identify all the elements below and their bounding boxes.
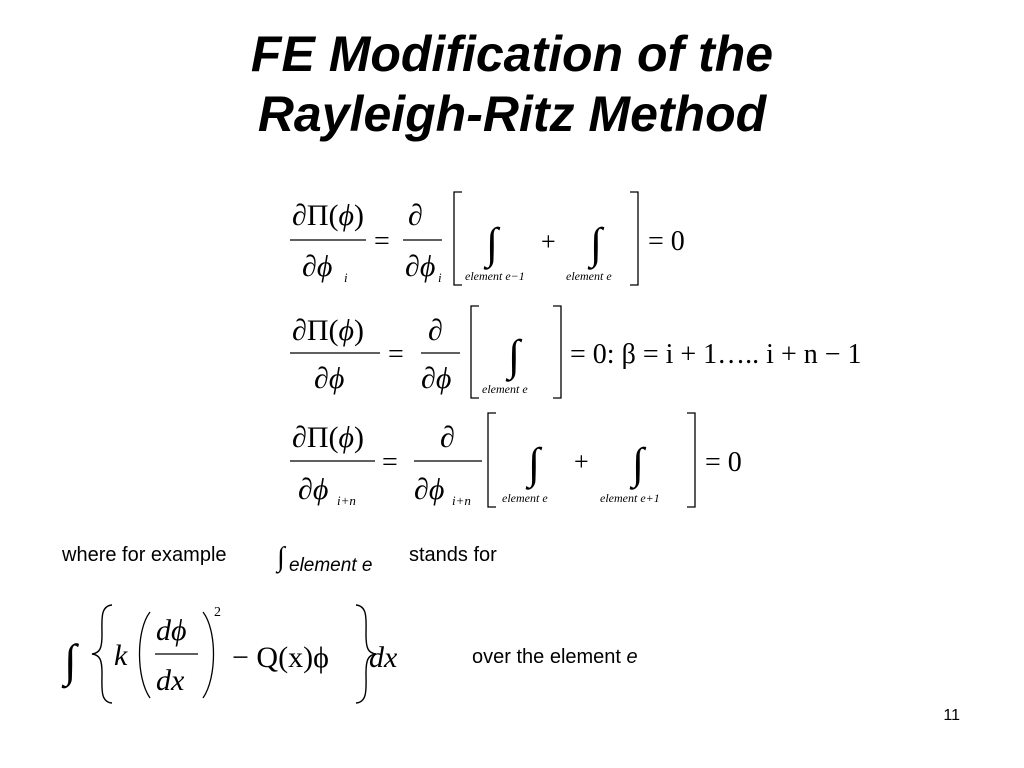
svg-text:∂Π(ϕ): ∂Π(ϕ) <box>292 314 364 347</box>
eq3-sub-2: i+n <box>452 493 471 508</box>
eq3-limit-left: element e <box>502 491 548 505</box>
svg-text:∂ϕ: ∂ϕ <box>421 362 451 395</box>
svg-text:∂: ∂ <box>428 314 443 347</box>
eq1-sub-i: i <box>344 270 348 285</box>
eq1-numerator: ∂Π(ϕ) <box>292 199 364 232</box>
integrand-dphi: dϕ <box>156 614 187 647</box>
caption-over-element: over the element e <box>472 646 638 669</box>
integrand-k: k <box>114 639 128 672</box>
eq1-bracket-left <box>453 191 462 286</box>
over-element-var: e <box>626 646 638 668</box>
eq3-rhs: = 0 <box>705 447 742 478</box>
eq3-bracket-left <box>487 412 496 508</box>
integrand-dx-tail: dx <box>369 641 398 674</box>
integrand-tail: − Q(x)ϕ <box>232 641 329 674</box>
caption-where-subscript: element e <box>289 555 373 576</box>
eq3-sub-1: i+n <box>337 493 356 508</box>
eq2-integral: ∫ <box>505 331 523 382</box>
eq3-limit-right: element e+1 <box>600 491 660 505</box>
eq1-integral-2: ∫ <box>587 219 605 270</box>
integrand-integral: ∫ <box>61 635 79 689</box>
svg-text:=: = <box>388 339 404 370</box>
svg-text:∂ϕ: ∂ϕ <box>405 250 435 283</box>
equation-3: ∂Π(ϕ) ∂ϕ i+n = ∂ ∂ϕ i+n ∫ element e + ∫ … <box>290 412 742 508</box>
caption-where-prefix: where for example <box>62 544 227 566</box>
svg-text:+: + <box>541 227 556 256</box>
eq1-limit-left: element e−1 <box>465 269 525 283</box>
eq1-bracket-right <box>630 191 639 286</box>
title-line-2: Rayleigh-Ritz Method <box>257 86 767 142</box>
svg-text:=: = <box>382 447 398 478</box>
eq1-limit-right: element e <box>566 269 612 283</box>
integrand-dx: dx <box>156 664 185 697</box>
right-brace <box>355 604 377 704</box>
svg-text:∂ϕ: ∂ϕ <box>314 362 344 395</box>
eq1-denominator: ∂ϕ <box>302 250 332 283</box>
eq1-integral-1: ∫ <box>483 219 501 270</box>
title-line-1: FE Modification of the <box>250 26 774 82</box>
equation-1: ∂Π(ϕ) ∂ϕ i = ∂ ∂ϕ i ∫ element e−1 + ∫ el… <box>290 191 685 286</box>
page-number: 11 <box>943 707 960 724</box>
svg-text:i: i <box>438 270 442 285</box>
svg-text:∂: ∂ <box>440 421 455 454</box>
integrand-expression: ∫ k dϕ dx 2 − Q(x)ϕ dx <box>61 604 398 704</box>
svg-text:=: = <box>374 226 390 257</box>
eq3-bracket-right <box>687 412 696 508</box>
eq3-integral-2: ∫ <box>629 439 647 490</box>
eq2-bracket-right <box>553 305 562 399</box>
eq2-bracket-left <box>470 305 479 399</box>
svg-text:∂ϕ: ∂ϕ <box>298 473 328 506</box>
equation-2: ∂Π(ϕ) ∂ϕ = ∂ ∂ϕ ∫ element e = 0: β = i +… <box>290 305 862 399</box>
over-element-text: over the element <box>472 646 621 668</box>
inline-integral: ∫ <box>275 542 287 574</box>
svg-text:∂Π(ϕ): ∂Π(ϕ) <box>292 421 364 454</box>
eq2-limit: element e <box>482 382 528 396</box>
eq3-integral-1: ∫ <box>525 439 543 490</box>
integrand-power: 2 <box>214 605 221 620</box>
eq1-rhs: = 0 <box>648 226 685 257</box>
svg-text:∂: ∂ <box>408 199 423 232</box>
left-brace <box>91 604 113 704</box>
svg-text:∂ϕ: ∂ϕ <box>414 473 444 506</box>
slide-title: FE Modification of the Rayleigh-Ritz Met… <box>0 24 1024 144</box>
caption-where-suffix: stands for <box>409 544 497 566</box>
eq2-rhs: = 0: β = i + 1….. i + n − 1 <box>570 339 862 370</box>
svg-text:+: + <box>574 447 589 476</box>
